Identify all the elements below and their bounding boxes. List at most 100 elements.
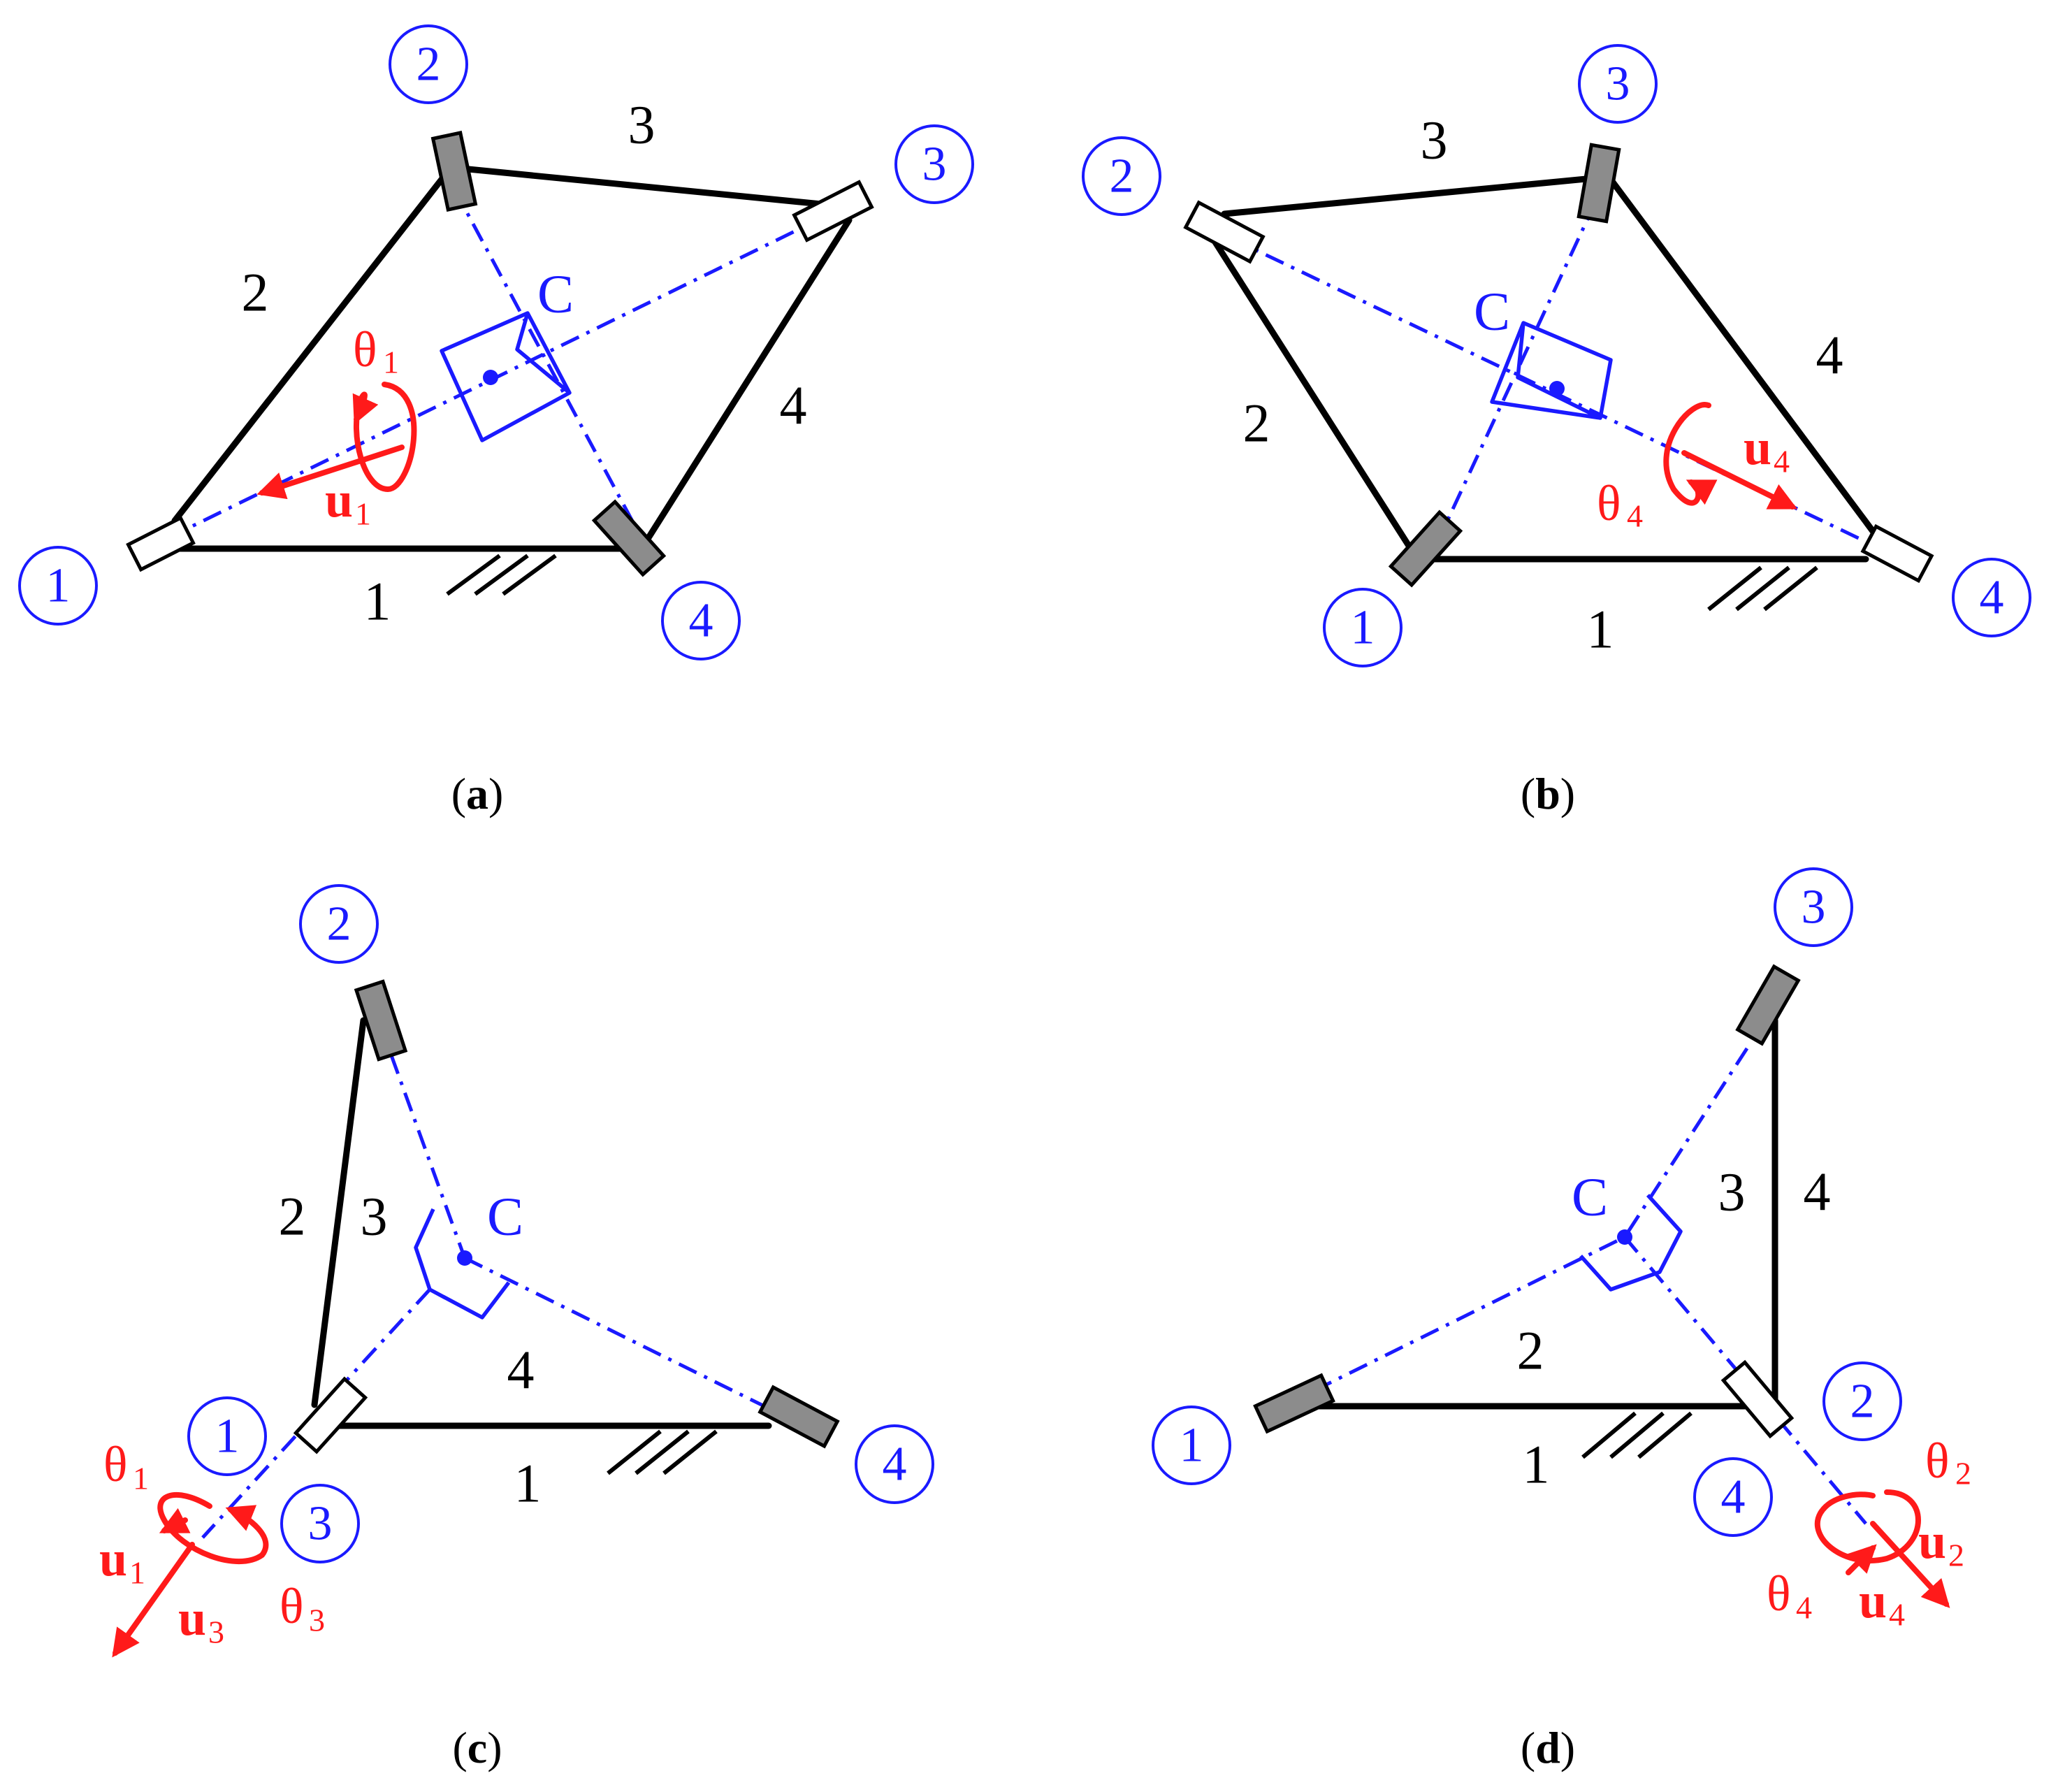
bar-1-label: 1	[1587, 599, 1614, 660]
joint-label-4: 4	[661, 581, 741, 660]
joint-label-2: 2	[389, 24, 468, 104]
svg-text:1: 1	[383, 345, 399, 380]
bar-4-label: 4	[780, 375, 807, 436]
joint-label-1: 1	[18, 546, 98, 626]
constraint-line-4-c	[463, 1256, 777, 1414]
bar-1-label: 1	[514, 1453, 542, 1514]
joint-4-block	[591, 499, 667, 577]
ground-hatch	[1581, 1411, 1693, 1459]
center-block	[1579, 1194, 1683, 1292]
joint-2-block	[1183, 200, 1266, 264]
svg-text:4: 4	[1980, 571, 2004, 625]
constraint-line-3-c	[1623, 1047, 1749, 1238]
caption-a: (a)	[451, 769, 504, 818]
bar-4-line	[636, 217, 853, 556]
ground-hatch	[446, 554, 557, 596]
center-label: C	[1474, 281, 1510, 342]
bar-4-line	[1604, 171, 1876, 535]
constraint-line-2-c	[389, 1055, 467, 1259]
center-block	[440, 311, 572, 442]
svg-text:4: 4	[689, 594, 713, 648]
center-block	[1490, 321, 1613, 420]
motion-d: θ 2 u 2 θ 4 u 4	[1767, 1433, 1971, 1633]
joint-label-4: 4	[1693, 1457, 1773, 1537]
bar-3-label: 3	[361, 1186, 388, 1247]
svg-text:3: 3	[309, 1603, 325, 1638]
joint-2-block	[430, 131, 478, 212]
joint-label-4: 4	[855, 1424, 934, 1504]
svg-text:1: 1	[355, 496, 371, 532]
svg-text:u: u	[1859, 1573, 1887, 1628]
bar-2-line	[1211, 238, 1419, 559]
svg-text:1: 1	[1180, 1419, 1204, 1473]
bar-4-label: 4	[507, 1340, 535, 1401]
panel-d: C 1 2 3 4 1 2 3 4 θ 2 u 2 θ 4 u 4 (d)	[1152, 867, 1971, 1772]
svg-text:2: 2	[1850, 1375, 1875, 1429]
joint-label-1: 1	[187, 1396, 267, 1476]
svg-text:θ: θ	[1597, 475, 1621, 531]
joint-1-block	[126, 515, 196, 572]
bar-2-line	[311, 1017, 367, 1408]
joint-1-block	[1388, 510, 1463, 588]
bar-2-label: 2	[1517, 1320, 1544, 1381]
svg-text:4: 4	[883, 1438, 907, 1491]
svg-text:u: u	[178, 1590, 206, 1646]
bar-2-label: 2	[242, 262, 269, 323]
svg-text:2: 2	[1948, 1538, 1964, 1573]
panel-a: C 1 2 3 4 1 2 3 4 θ 1 u 1 (a)	[18, 24, 974, 818]
bar-3-line	[1221, 175, 1597, 217]
panel-c: C 1 2 3 4 1 2 3 4 θ 1 u 1 u 3 θ 3 (c)	[99, 884, 934, 1772]
svg-text:θ: θ	[1925, 1433, 1950, 1489]
bar-2-line	[171, 164, 454, 524]
joint-label-4: 4	[1952, 558, 2031, 637]
caption-d: (d)	[1521, 1723, 1575, 1772]
svg-text:1: 1	[1351, 601, 1375, 655]
svg-text:θ: θ	[353, 321, 377, 377]
svg-text:1: 1	[133, 1461, 149, 1496]
caption-c: (c)	[452, 1723, 502, 1772]
center-dot	[483, 370, 498, 385]
joint-label-3: 3	[894, 124, 974, 204]
svg-text:θ: θ	[1767, 1566, 1791, 1621]
svg-text:3: 3	[1606, 57, 1630, 111]
svg-text:1: 1	[215, 1410, 240, 1464]
bar-1-label: 1	[364, 571, 391, 632]
joint-2-block	[354, 979, 408, 1062]
svg-text:u: u	[1744, 419, 1771, 475]
center-label: C	[537, 263, 574, 324]
svg-text:2: 2	[1955, 1456, 1971, 1491]
joint-2-4-block	[1720, 1359, 1795, 1439]
joint-1-3-block	[293, 1376, 368, 1454]
joint-4-block	[758, 1385, 840, 1449]
constraint-line-1-3	[1434, 198, 1599, 547]
center-label: C	[1572, 1166, 1608, 1227]
joint-label-2: 2	[1822, 1361, 1902, 1441]
bar-3-label: 3	[628, 94, 655, 155]
svg-text:4: 4	[1774, 444, 1790, 479]
bar-2-label: 2	[1243, 393, 1270, 454]
joint-label-3: 3	[280, 1484, 360, 1563]
caption-b: (b)	[1521, 769, 1575, 818]
bar-4-label: 4	[1804, 1162, 1831, 1222]
joint-1-block	[1253, 1373, 1335, 1434]
svg-text:2: 2	[416, 38, 441, 92]
motion-c: θ 1 u 1 u 3 θ 3	[99, 1436, 325, 1658]
joint-4-block	[1860, 523, 1934, 584]
bar-4-label: 4	[1816, 325, 1843, 386]
svg-text:1: 1	[46, 559, 71, 613]
svg-text:3: 3	[1802, 881, 1826, 934]
svg-text:2: 2	[1110, 150, 1134, 203]
joint-label-2: 2	[299, 884, 379, 964]
center-block	[414, 1208, 511, 1320]
constraint-line-1-c	[1312, 1235, 1626, 1393]
center-dot	[1549, 381, 1565, 396]
center-dot	[1617, 1229, 1632, 1245]
bar-2-label: 2	[279, 1186, 306, 1247]
joint-label-1: 1	[1323, 588, 1403, 667]
bar-3-label: 3	[1718, 1162, 1746, 1222]
svg-text:u: u	[1918, 1513, 1946, 1569]
svg-text:2: 2	[327, 897, 352, 951]
svg-text:3: 3	[308, 1497, 333, 1551]
joint-3-block	[1735, 964, 1801, 1046]
